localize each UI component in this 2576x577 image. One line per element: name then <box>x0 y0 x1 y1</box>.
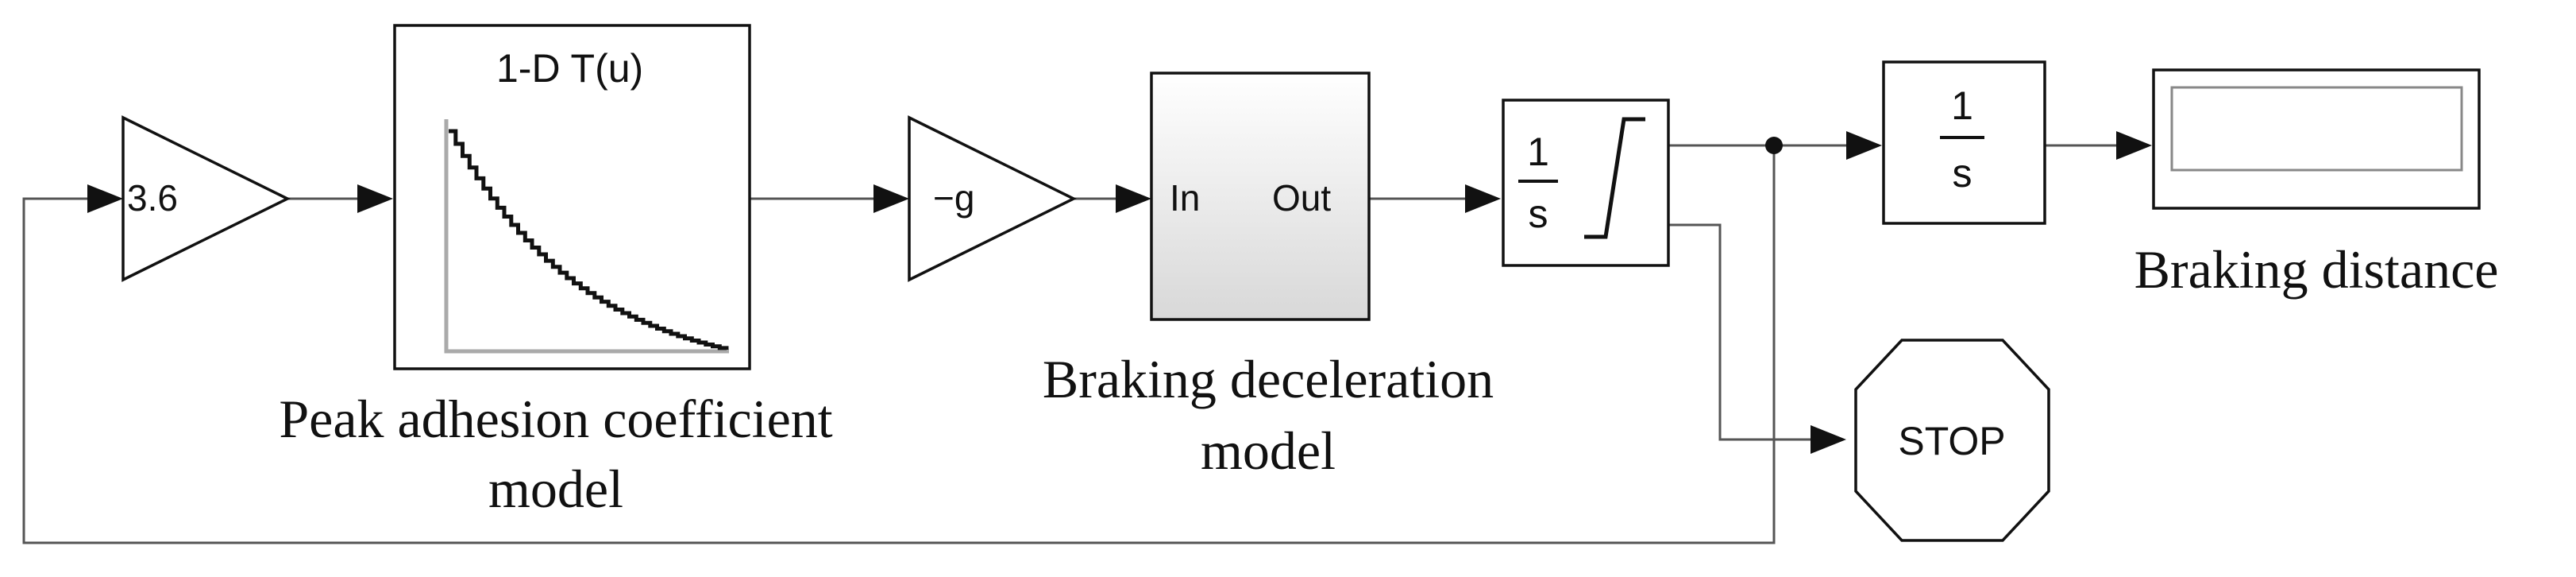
gain-g-label: −g <box>933 177 974 219</box>
arrow-into-display <box>2116 131 2152 160</box>
arrow-into-lookup <box>357 184 393 213</box>
integrator-block[interactable]: 1 s <box>1882 60 2046 225</box>
branch-junction <box>1765 137 1783 154</box>
gain-block-g[interactable]: −g <box>908 115 1077 282</box>
arrow-into-subsystem <box>1116 184 1151 213</box>
arrow-into-integrator-limited <box>1465 184 1501 213</box>
limited-integrator-numerator: 1 <box>1527 130 1549 174</box>
lookup-table-axes <box>444 119 729 354</box>
subsystem-out-port-label: Out <box>1272 177 1331 219</box>
lookup-table-label: 1-D T(u) <box>496 46 643 91</box>
feedback-wire <box>22 145 1776 544</box>
caption-peak-adhesion-line2: model <box>488 459 623 519</box>
gain-speed-label: 3.6 <box>127 177 178 219</box>
caption-braking-decel-line1: Braking deceleration <box>1043 349 1494 409</box>
arrow-into-gain-g <box>873 184 909 213</box>
limited-integrator-denominator: s <box>1529 192 1548 236</box>
display-block[interactable] <box>2152 68 2481 210</box>
captions: Peak adhesion coefficient model Braking … <box>279 239 2498 519</box>
saturation-icon <box>1584 117 1645 239</box>
limited-integrator-block[interactable]: 1 s <box>1502 99 1670 267</box>
lookup-table-block[interactable]: 1-D T(u) <box>393 24 751 370</box>
integrator-denominator: s <box>1953 151 1972 196</box>
lookup-table-curve-icon <box>449 129 729 350</box>
arrow-into-stop <box>1811 425 1846 454</box>
arrowheads <box>87 131 2152 454</box>
stop-label: STOP <box>1898 419 2005 463</box>
braking-deceleration-subsystem[interactable]: In Out <box>1150 72 1371 321</box>
arrow-into-gain-speed <box>87 184 123 213</box>
signal-wires <box>22 144 2116 544</box>
caption-peak-adhesion-line1: Peak adhesion coefficient <box>279 389 832 449</box>
display-readout-area <box>2170 86 2463 172</box>
integrator-numerator: 1 <box>1951 83 1973 128</box>
stop-block[interactable]: STOP <box>1854 339 2050 542</box>
caption-braking-decel-line2: model <box>1201 420 1336 481</box>
arrow-into-integrator <box>1846 131 1882 160</box>
wire-to-stop <box>1668 223 1811 441</box>
caption-braking-distance: Braking distance <box>2134 239 2499 300</box>
gain-block-speed[interactable]: 3.6 <box>121 115 291 282</box>
subsystem-in-port-label: In <box>1170 177 1200 219</box>
